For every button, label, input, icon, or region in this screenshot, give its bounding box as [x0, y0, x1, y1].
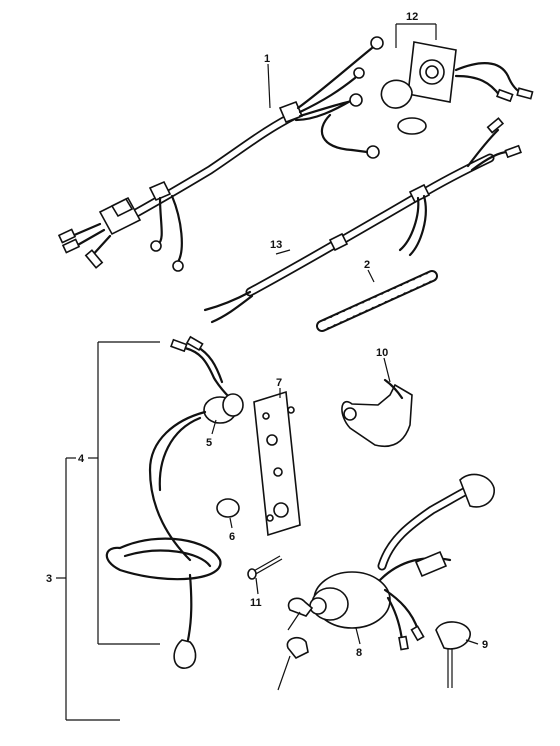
long-wiring-harness: [203, 117, 522, 324]
callout-labels: 1 12 13 2 10 7 5 6 11 8 9 4 3: [46, 11, 488, 659]
callout-5: 5: [206, 437, 212, 449]
callout-9: 9: [482, 639, 488, 651]
leader-lines: [56, 23, 479, 721]
mounting-bracket: [341, 378, 413, 447]
callout-7: 7: [276, 377, 282, 389]
screw: [247, 555, 283, 580]
callout-11: 11: [250, 597, 262, 609]
callout-10: 10: [376, 347, 388, 359]
callout-3: 3: [46, 573, 52, 585]
callout-4: 4: [78, 453, 85, 465]
stop-switch-with-lanyard: [105, 335, 244, 669]
spiral-wrap-tube: [316, 270, 438, 332]
callout-6: 6: [229, 531, 235, 543]
callout-1: 1: [264, 53, 270, 65]
callout-13: 13: [270, 239, 282, 251]
callout-12: 12: [406, 11, 418, 23]
switch-with-mounting-plate: [380, 41, 534, 135]
switch-panel-plate: [253, 390, 301, 537]
ignition-key: [435, 621, 471, 688]
callout-8: 8: [356, 647, 362, 659]
ignition-switch-assembly: [277, 473, 495, 691]
main-wiring-harness: [57, 36, 384, 272]
callout-2: 2: [364, 259, 370, 271]
rubber-plug: [216, 498, 240, 518]
